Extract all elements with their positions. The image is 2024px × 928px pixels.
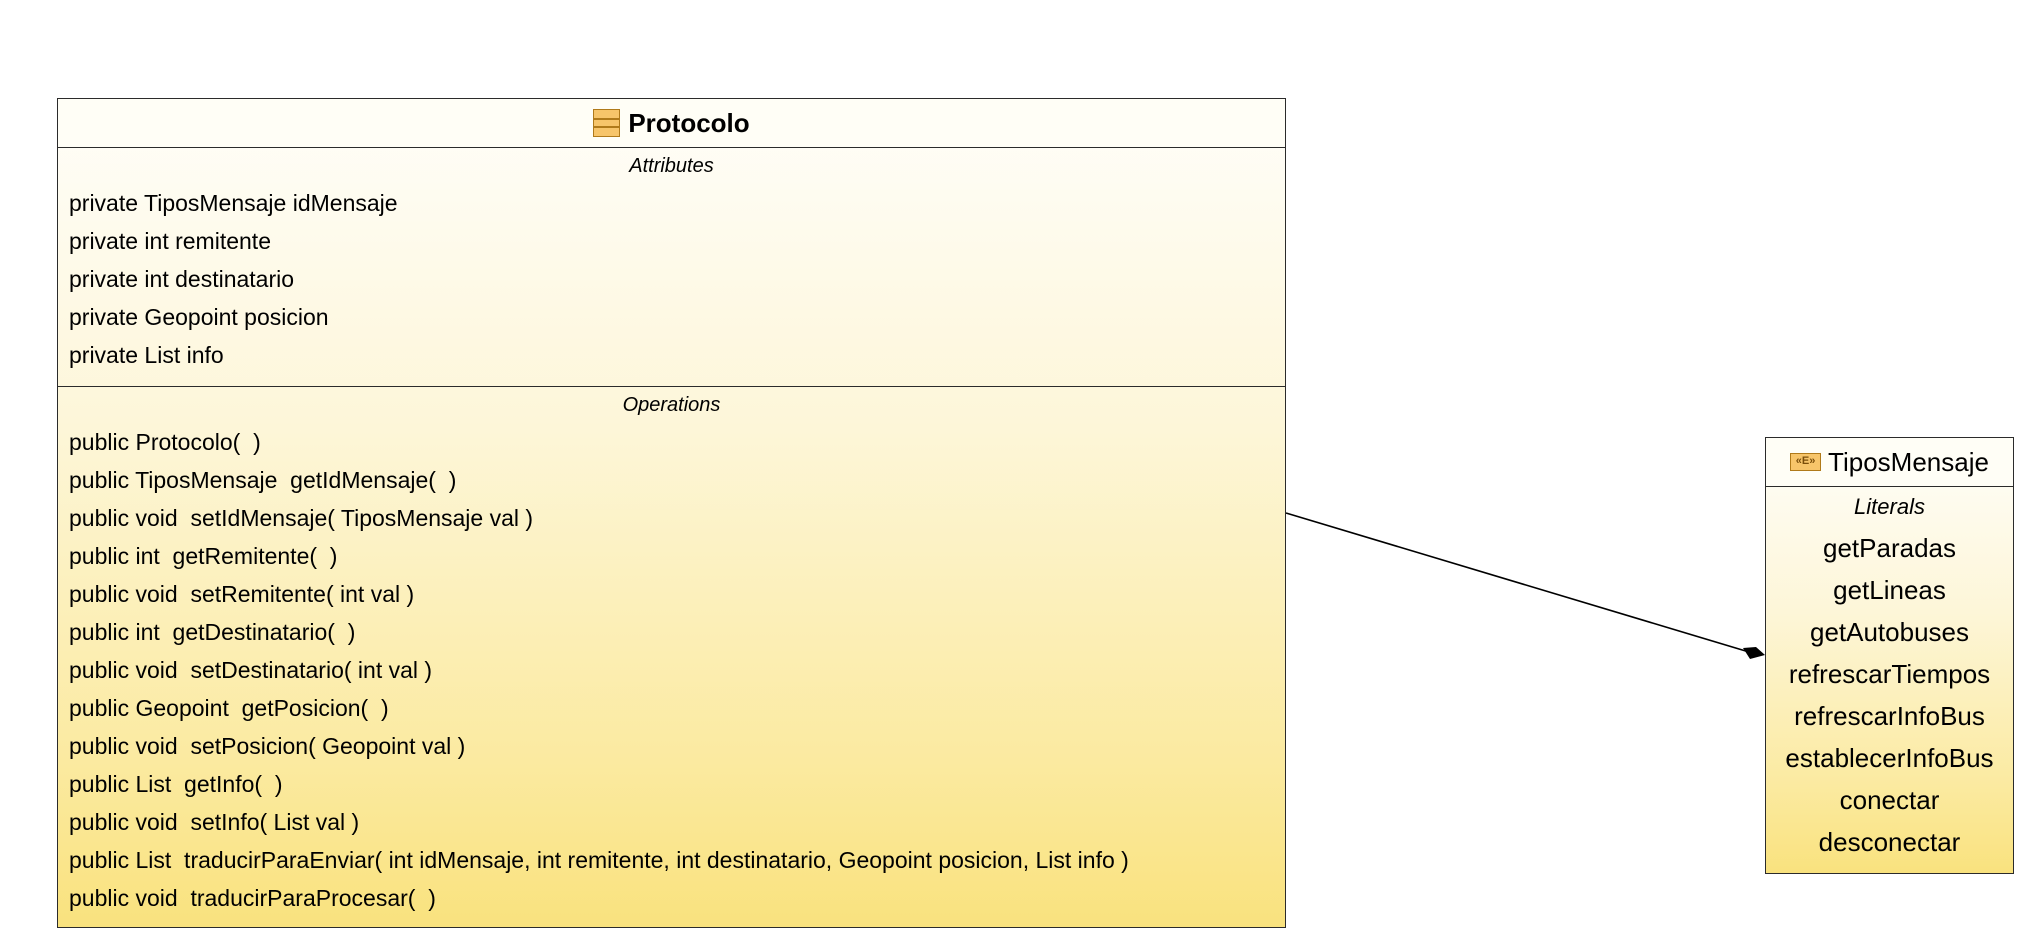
operation-item[interactable]: public int getDestinatario( ) [69,619,356,645]
operation-item[interactable]: public Protocolo( ) [69,429,261,455]
attribute-item[interactable]: private Geopoint posicion [69,304,329,330]
class-header: Protocolo [58,99,1285,148]
attribute-item[interactable]: private TiposMensaje idMensaje [69,190,398,216]
literal-item[interactable]: getParadas [1823,533,1956,563]
literal-item[interactable]: desconectar [1818,827,1961,857]
operation-item[interactable]: public int getRemitente( ) [69,543,338,569]
literal-item[interactable]: conectar [1839,785,1940,815]
operation-item[interactable]: public void setDestinatario( int val ) [69,657,433,683]
association-line [1285,512,1750,653]
operation-item[interactable]: public Geopoint getPosicion( ) [69,695,389,721]
class-name: Protocolo [628,108,750,138]
enum-name: TiposMensaje [1828,447,1989,477]
attributes-compartment: Attributes private TiposMensaje idMensaj… [58,148,1285,387]
composition-diamond [1743,647,1765,659]
attribute-item[interactable]: private int destinatario [69,266,295,292]
literals-title: Literals [1854,494,1925,519]
operations-title: Operations [622,394,721,416]
attribute-item[interactable]: private List info [69,342,224,368]
operation-item[interactable]: public TiposMensaje getIdMensaje( ) [69,467,457,493]
enum-icon: «E» [1790,453,1822,471]
enum-header: «E» TiposMensaje [1766,438,2013,487]
literal-item[interactable]: getAutobuses [1809,617,1969,647]
operation-item[interactable]: public List traducirParaEnviar( int idMe… [69,847,1129,873]
literal-item[interactable]: getLineas [1833,575,1946,605]
enum-tipos-mensaje[interactable]: «E» TiposMensaje Literals getParadas get… [1765,437,2014,874]
literal-item[interactable]: refrescarTiempos [1788,659,1991,689]
class-protocolo[interactable]: Protocolo Attributes private TiposMensaj… [57,98,1286,928]
literal-item[interactable]: establecerInfoBus [1785,743,1994,773]
operation-item[interactable]: public void setPosicion( Geopoint val ) [69,733,466,759]
operation-item[interactable]: public void traducirParaProcesar( ) [69,885,436,911]
class-icon [593,109,621,137]
literal-item[interactable]: refrescarInfoBus [1794,701,1985,731]
operation-item[interactable]: public List getInfo( ) [69,771,283,797]
operation-item[interactable]: public void setRemitente( int val ) [69,581,415,607]
operation-item[interactable]: public void setInfo( List val ) [69,809,360,835]
operation-item[interactable]: public void setIdMensaje( TiposMensaje v… [69,505,534,531]
attribute-item[interactable]: private int remitente [69,228,271,254]
literals-compartment: Literals getParadas getLineas getAutobus… [1766,487,2013,863]
attributes-title: Attributes [629,155,714,177]
operations-compartment: Operations public Protocolo( ) public Ti… [58,387,1285,917]
